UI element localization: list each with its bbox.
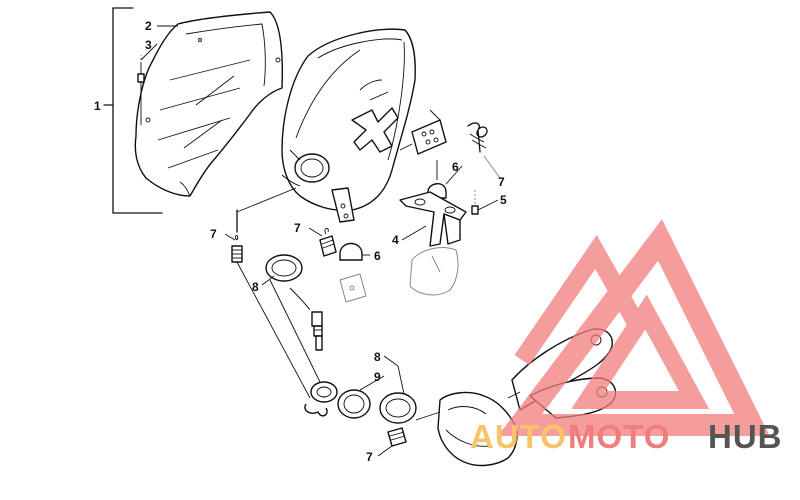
watermark-moto: MOTO — [568, 418, 670, 455]
callout-1: 1 — [94, 99, 101, 113]
watermark-triangle-outer — [497, 219, 770, 436]
flange-plate — [339, 273, 367, 303]
plate-bracket — [399, 109, 447, 155]
callout-labels: 1 2 3 4 5 6 6 7 7 7 7 8 8 9 — [94, 19, 507, 464]
callout-6-top: 6 — [452, 160, 459, 174]
watermark-hub: HUB — [708, 418, 783, 455]
callout-7-right: 7 — [498, 175, 505, 189]
callout-5: 5 — [500, 193, 507, 207]
spring-7-center — [319, 227, 337, 257]
exhaust-pipe — [304, 381, 417, 447]
leader-lines — [140, 25, 499, 457]
watermark-logo — [497, 219, 770, 436]
bracket-4 — [399, 191, 467, 247]
watermark-triangle-left — [514, 234, 648, 366]
callout-4: 4 — [392, 233, 399, 247]
bolt-5 — [471, 190, 479, 215]
muffler — [281, 28, 416, 223]
callout-8-upper: 8 — [252, 280, 259, 294]
spring-7-left — [231, 209, 243, 263]
gasket-8-upper — [265, 254, 303, 282]
heat-shield — [134, 11, 283, 197]
callout-2: 2 — [145, 19, 152, 33]
callout-8-lower: 8 — [374, 350, 381, 364]
grommet-6-center — [339, 242, 363, 261]
spring-7-top — [467, 122, 501, 179]
callout-7-left: 7 — [210, 227, 217, 241]
engine-mount-ghost — [409, 247, 459, 296]
callout-7-center: 7 — [294, 221, 301, 235]
watermark-wordmark: AUTO MOTO HUB — [470, 418, 783, 455]
bracket-1 — [103, 7, 163, 214]
callout-9: 9 — [374, 370, 381, 384]
watermark-auto: AUTO — [470, 418, 567, 455]
watermark-triangle-inner — [571, 294, 710, 409]
callout-6-center: 6 — [374, 249, 381, 263]
callout-7-bottom: 7 — [366, 450, 373, 464]
sensor — [289, 287, 323, 351]
screw-3 — [137, 55, 145, 125]
callout-3: 3 — [145, 38, 152, 52]
